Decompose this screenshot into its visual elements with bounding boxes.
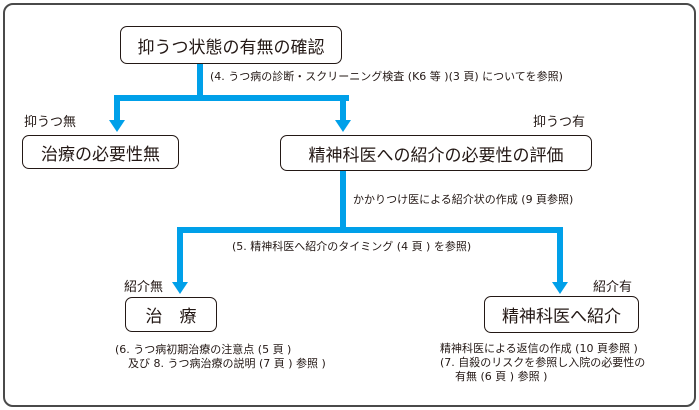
connector-line — [114, 95, 349, 101]
label-no-referral: 紹介無 — [124, 280, 164, 295]
note-referral-letter: かかりつけ医による紹介状の作成 (9 頁参照) — [353, 193, 574, 206]
label-no-depression: 抑うつ無 — [24, 115, 77, 130]
arrow-down-icon — [552, 282, 568, 294]
connector-line — [177, 227, 563, 233]
box-no-treatment-needed: 治療の必要性無 — [22, 135, 179, 169]
note-refer-2: (7. 自殺のリスクを参照し入院の必要性の — [440, 356, 646, 369]
arrow-down-icon — [172, 282, 188, 294]
box-treatment: 治 療 — [125, 297, 217, 332]
note-screening: (4. うつ病の診断・スクリーニング検査 (K6 等 )(3 頁) についてを参… — [210, 70, 563, 83]
connector-line — [177, 227, 183, 282]
connector-line — [557, 227, 563, 282]
note-treatment-1: (6. うつ病初期治療の注意点 (5 頁 ) — [115, 343, 292, 356]
arrow-down-icon — [335, 120, 351, 132]
label-depression: 抑うつ有 — [533, 115, 586, 130]
box-referral-evaluation: 精神科医への紹介の必要性の評価 — [280, 135, 592, 171]
label-referral: 紹介有 — [593, 280, 633, 295]
note-refer-3: 有無 (6 頁 ) 参照 ) — [455, 370, 548, 383]
connector-line — [114, 95, 120, 120]
box-depression-check: 抑うつ状態の有無の確認 — [120, 26, 342, 64]
connector-line — [340, 95, 346, 120]
connector-line — [197, 62, 203, 100]
box-refer-psychiatrist: 精神科医へ紹介 — [484, 296, 639, 333]
note-refer-1: 精神科医による返信の作成 (10 頁参照 ) — [440, 342, 638, 355]
outer-frame — [3, 3, 696, 407]
arrow-down-icon — [109, 120, 125, 132]
note-timing: (5. 精神科医へ紹介のタイミング (4 頁 ) を参照) — [232, 240, 472, 253]
connector-line — [340, 170, 346, 232]
note-treatment-2: 及び 8. うつ病治療の説明 (7 頁 ) 参照 ) — [128, 357, 326, 370]
